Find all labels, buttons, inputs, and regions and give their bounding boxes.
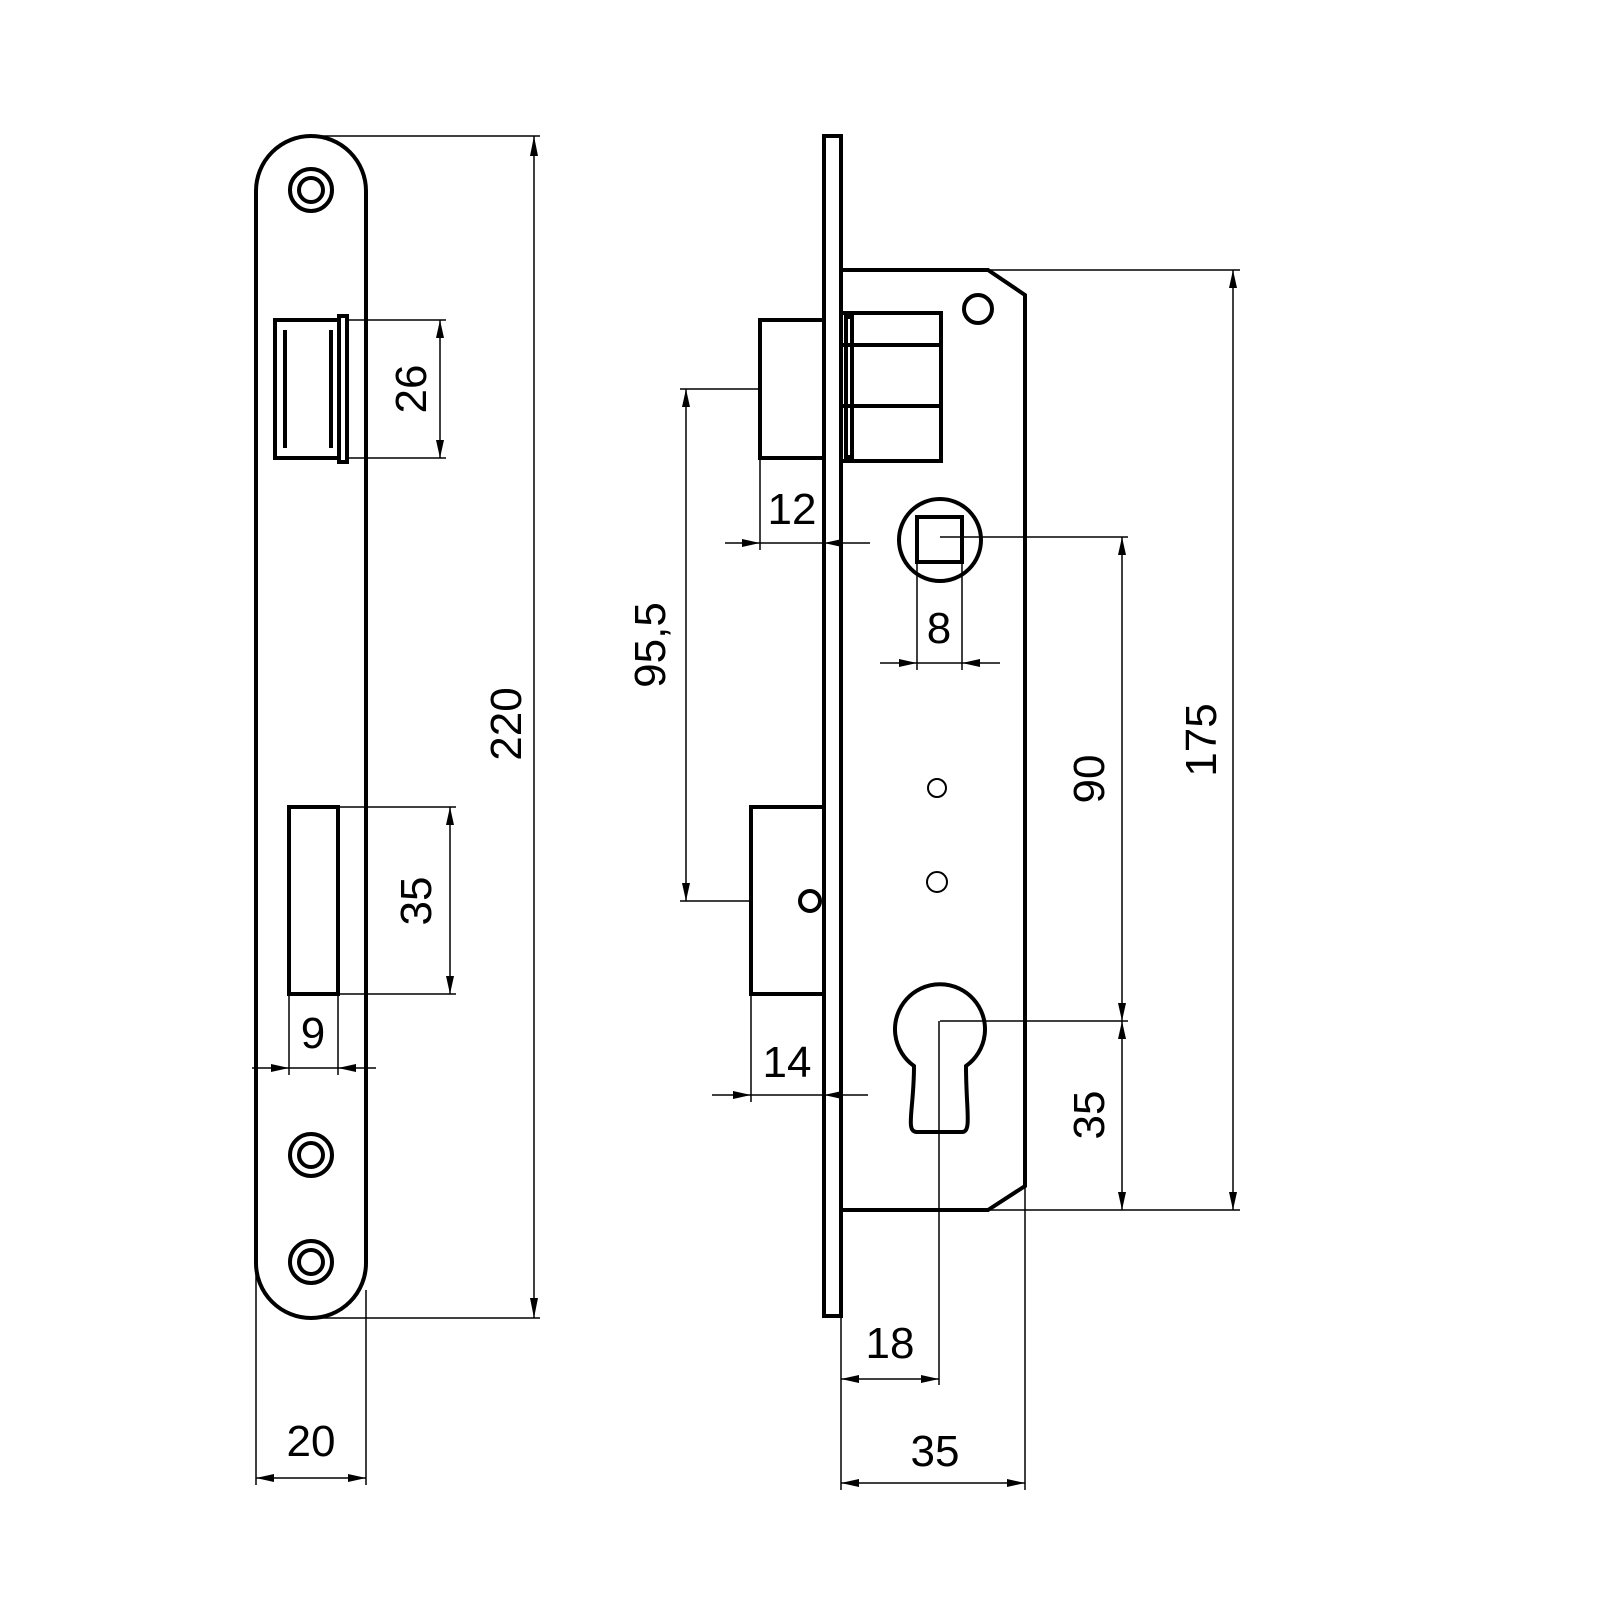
dim-deadbolt-width: 9 xyxy=(252,994,376,1075)
faceplate-side xyxy=(822,134,843,1318)
screw-point-lower xyxy=(926,871,948,893)
middle-screw-hole xyxy=(288,1132,334,1178)
dim-spindle-to-cylinder: 90 xyxy=(940,536,1128,1022)
dim-label-95-5: 95,5 xyxy=(626,602,675,688)
dim-cylinder-to-bottom: 35 xyxy=(988,1021,1240,1211)
dim-faceplate-width: 20 xyxy=(255,1262,367,1485)
dim-latch-to-deadbolt: 95,5 xyxy=(626,388,760,902)
case-rivet-hole xyxy=(962,293,994,325)
dim-overall-height: 220 xyxy=(311,135,540,1319)
spindle-hub xyxy=(897,497,983,583)
dim-latch-height: 26 xyxy=(347,319,446,459)
dim-deadbolt-projection: 14 xyxy=(712,994,868,1102)
dim-case-height: 175 xyxy=(988,269,1240,1210)
dim-label-26: 26 xyxy=(387,365,436,414)
dim-deadbolt-height: 35 xyxy=(338,806,456,995)
dim-backset: 18 xyxy=(840,1021,940,1490)
dim-label-35-side: 35 xyxy=(1065,1091,1114,1140)
dim-label-175: 175 xyxy=(1177,703,1226,776)
faceplate-outline xyxy=(254,134,368,1320)
dim-label-90: 90 xyxy=(1065,755,1114,804)
dim-case-depth: 35 xyxy=(841,1186,1026,1490)
dim-label-18: 18 xyxy=(866,1319,915,1368)
dim-label-8: 8 xyxy=(927,604,951,653)
cylinder-cutout xyxy=(893,982,987,1134)
dim-label-220: 220 xyxy=(482,687,531,760)
dim-spindle-square: 8 xyxy=(880,562,1000,670)
deadbolt-front xyxy=(287,805,340,996)
lock-case xyxy=(839,268,1027,1212)
bottom-screw-hole xyxy=(288,1239,334,1285)
dim-label-20: 20 xyxy=(287,1417,336,1466)
deadbolt-side xyxy=(749,805,826,996)
latch-bolt-side xyxy=(758,311,943,463)
latch-bolt-front xyxy=(273,314,349,464)
screw-point-upper xyxy=(927,778,947,798)
top-screw-hole xyxy=(288,167,334,213)
dim-label-35-front: 35 xyxy=(392,877,441,926)
dim-label-12: 12 xyxy=(768,485,817,534)
dim-label-35-depth: 35 xyxy=(911,1427,960,1476)
dim-latch-projection: 12 xyxy=(725,458,870,550)
dim-label-14: 14 xyxy=(763,1038,812,1087)
dim-label-9: 9 xyxy=(301,1009,325,1058)
side-view: 12 8 95,5 14 xyxy=(626,134,1240,1490)
front-view: 220 26 35 9 xyxy=(252,134,540,1485)
